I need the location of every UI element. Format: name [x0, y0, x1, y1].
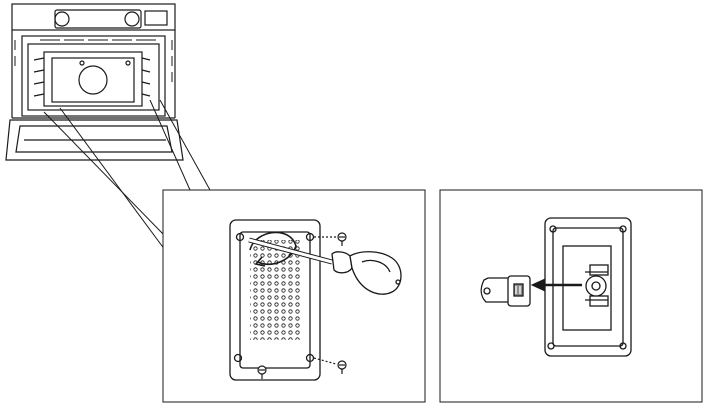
oven-screw-icon [79, 60, 85, 66]
oven-rail-right [141, 57, 151, 97]
screwdriver-icon [248, 237, 402, 295]
screwdriver-handle-end [395, 279, 401, 285]
oven-cavity-inner [27, 43, 160, 111]
oven-cavity-outer [21, 35, 166, 117]
housing-screw-hole-icon-3 [547, 342, 555, 350]
oven-body-sides [11, 30, 176, 118]
housing-recess [562, 245, 612, 331]
cover-corner-screw-icon-2 [305, 232, 315, 242]
rotate-arrowhead-icon [254, 256, 266, 267]
rotate-arrow-icon [249, 231, 297, 266]
screwdriver-shaft [248, 238, 333, 264]
screw-bottom-right-icon [337, 360, 347, 374]
cover-corner-screw-icon-3 [233, 353, 243, 363]
oven-back-panel-inset [51, 57, 135, 103]
oven-vent-slots [14, 39, 173, 82]
zoom-line-right-2 [159, 99, 211, 191]
bulb-base-contact [513, 283, 524, 297]
bulb-icon [480, 275, 531, 307]
panel-remove-light-cover [162, 189, 426, 403]
oven-back-panel [43, 51, 143, 107]
screw-top-right-icon [337, 232, 347, 246]
bulb-socket [585, 264, 609, 307]
zoom-lines [43, 99, 211, 251]
housing-screw-hole-icon-2 [619, 225, 627, 233]
light-cover-icon [229, 219, 321, 381]
oven-door-glass [15, 125, 173, 153]
cover-grille [250, 240, 300, 340]
screwdriver-handle-detail [361, 259, 391, 273]
oven-display [144, 10, 168, 26]
cover-corner-screw-icon-4 [305, 353, 315, 363]
screwdriver-collar [331, 251, 353, 274]
cover-corner-screw-icon [235, 232, 245, 242]
oven-control-panel [11, 3, 176, 31]
zoom-line-left [43, 111, 166, 237]
screw-icon [257, 232, 347, 379]
oven-knob-left-icon [54, 11, 70, 27]
housing-screw-hole-icon-4 [619, 342, 627, 350]
arrow-left-icon [530, 278, 582, 292]
oven-knob-right-icon [124, 11, 140, 27]
zoom-line-right [149, 99, 191, 191]
housing-screw-hole-icon [549, 225, 557, 233]
screw-bottom-left-icon [257, 365, 267, 379]
oven-fan-cover-icon [78, 65, 108, 95]
lamp-housing [544, 217, 632, 357]
panel-remove-bulb [439, 189, 703, 403]
bulb-glass-tip [483, 287, 491, 295]
zoom-line-left-2 [59, 107, 166, 251]
housing-inner [552, 227, 624, 347]
oven-icon [5, 3, 184, 161]
oven-rail-left [33, 57, 45, 97]
oven-screw-icon-2 [125, 60, 131, 66]
